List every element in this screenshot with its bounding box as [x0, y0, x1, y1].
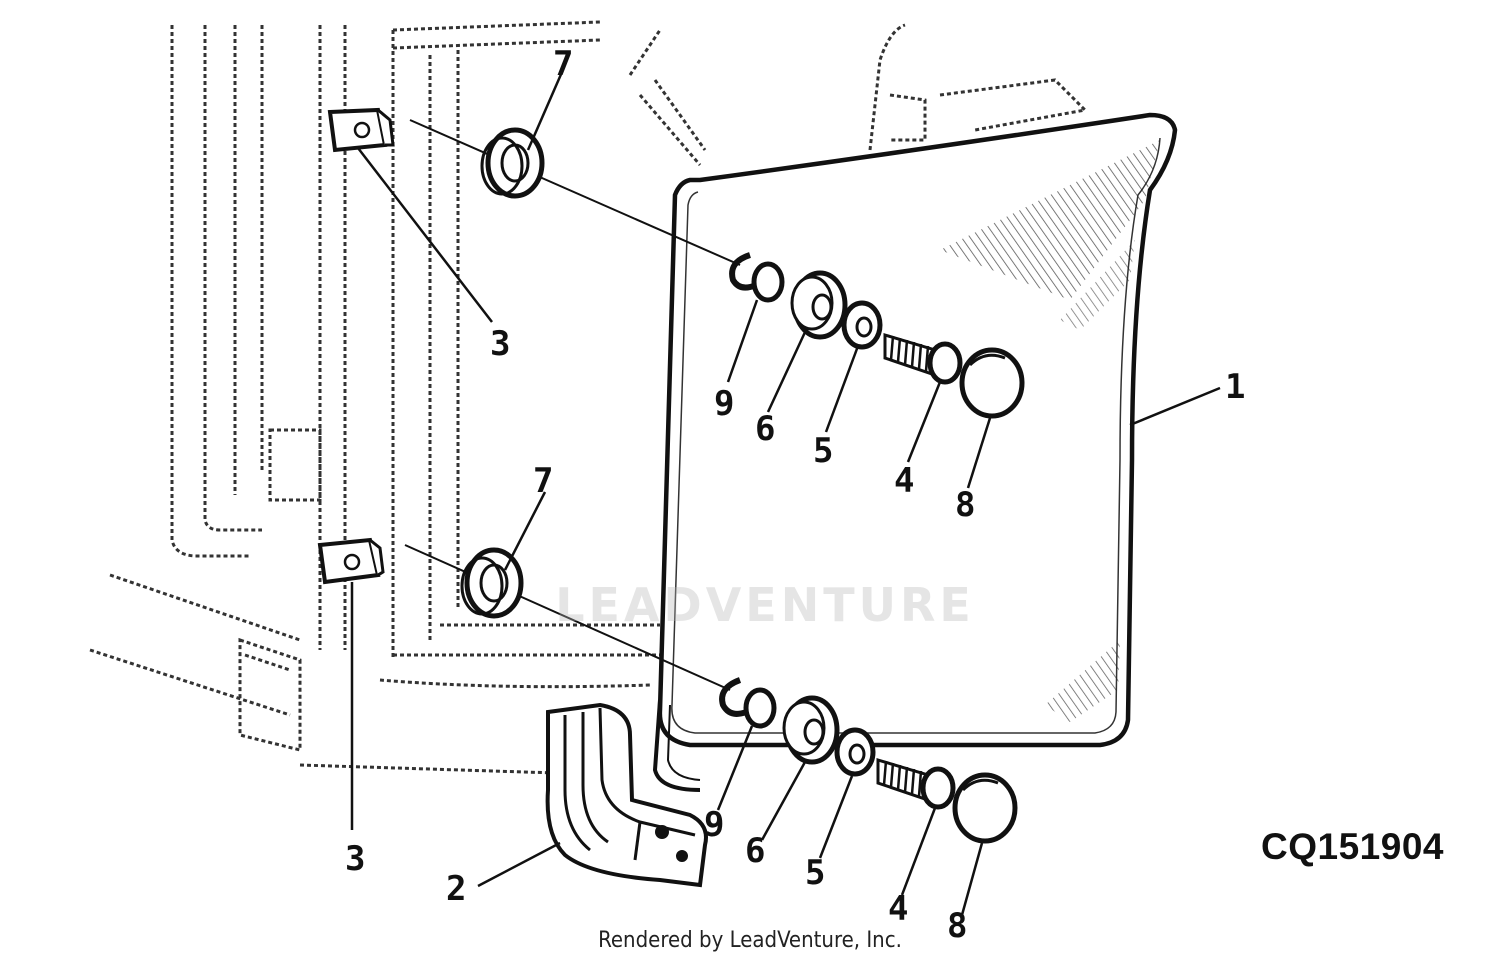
callout-7-bottom: 7: [533, 461, 553, 501]
grommet-top: [480, 127, 545, 199]
leader-lines: [350, 71, 1221, 916]
callout-9-top: 9: [714, 384, 734, 424]
callout-8-top: 8: [955, 485, 975, 525]
callout-4-bottom: 4: [888, 889, 908, 929]
callout-2: 2: [446, 869, 466, 909]
callout-5-top: 5: [813, 431, 833, 471]
rubber-block: [545, 702, 708, 888]
assembly-axis-lines: [404, 119, 741, 691]
callouts: 1 2 3 3 4 4 5 5 6 6 7 7 8 8 9 9: [345, 44, 1245, 946]
callout-3-bottom: 3: [345, 839, 365, 879]
grommet-bottom: [460, 547, 524, 619]
clip-nut-top: [327, 107, 395, 153]
callout-7-top: 7: [553, 44, 573, 84]
callout-4-top: 4: [894, 461, 914, 501]
callout-9-bottom: 9: [704, 805, 724, 845]
hardware-stack-bottom: [719, 677, 1018, 844]
callout-8-bottom: 8: [947, 906, 967, 946]
glass-panel: [652, 112, 1178, 792]
callout-5-bottom: 5: [805, 853, 825, 893]
clip-nut-bottom: [317, 537, 385, 585]
callout-1: 1: [1225, 367, 1245, 407]
hardware-stack-top: [729, 252, 1025, 419]
callout-6-top: 6: [755, 409, 775, 449]
render-credit: Rendered by LeadVenture, Inc.: [598, 928, 902, 953]
part-code-label: CQ151904: [1261, 826, 1444, 867]
callout-6-bottom: 6: [745, 831, 765, 871]
watermark: LEADVENTURE: [555, 578, 975, 632]
callout-3-top: 3: [490, 324, 510, 364]
